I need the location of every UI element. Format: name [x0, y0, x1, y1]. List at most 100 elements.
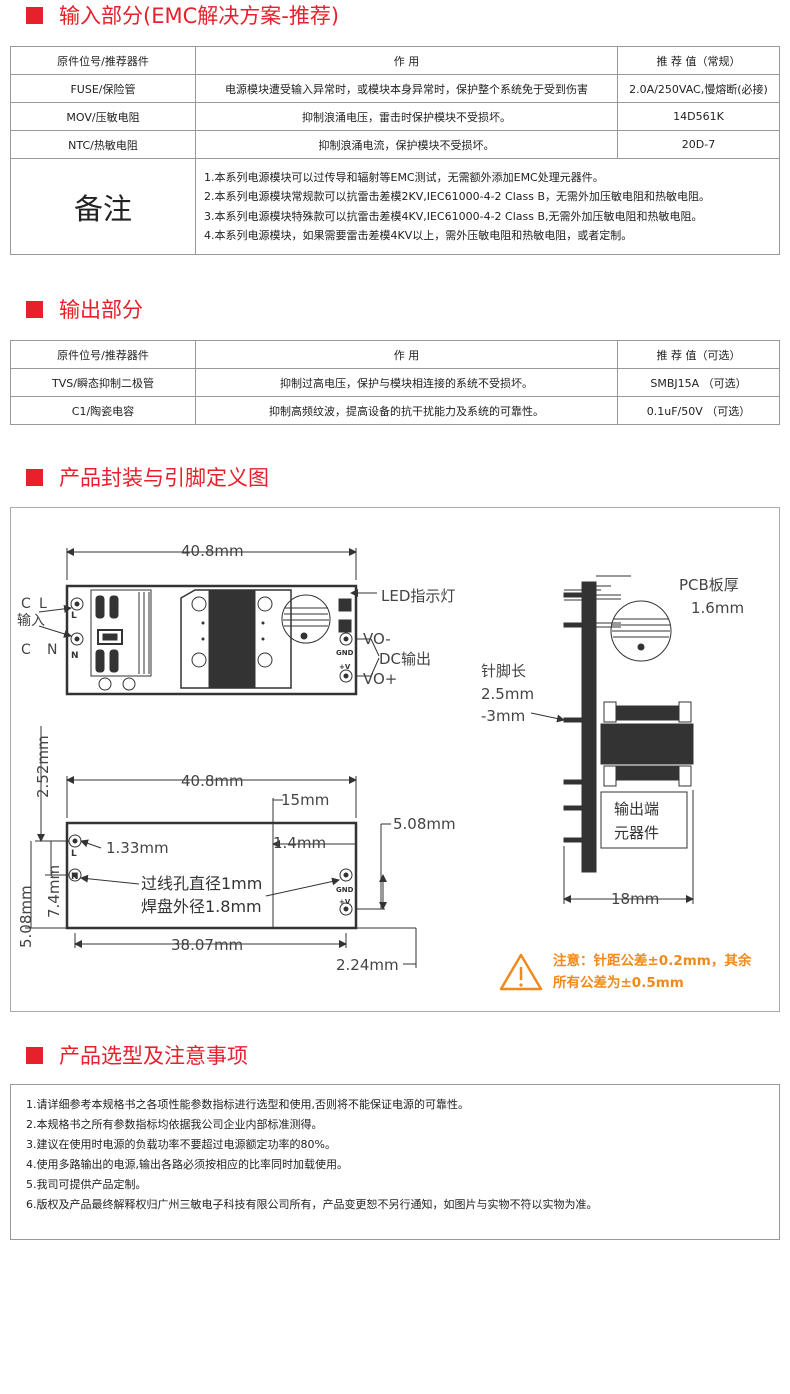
module-board-top: [65, 584, 358, 696]
section-title-package: 产品封装与引脚定义图: [26, 462, 269, 492]
pcb-side: [581, 581, 597, 873]
table-row: FUSE/保险管 电源模块遭受输入异常时，或模块本身异常时，保护整个系统免于受到…: [10, 74, 780, 103]
table-cell: MOV/压敏电阻: [10, 102, 196, 131]
label-c2: C: [21, 642, 31, 658]
table-cell: 抑制高频纹波，提高设备的抗干扰能力及系统的可靠性。: [195, 396, 618, 425]
table-cell: 抑制浪涌电压，雷击时保护模块不受损坏。: [195, 102, 618, 131]
table-cell: SMBJ15A （可选）: [617, 368, 780, 397]
label-n: N: [47, 642, 57, 658]
pin-l-bottom: L: [71, 849, 77, 859]
dim-length-bottom: 40.8mm: [181, 772, 244, 790]
dim-1-33mm: 1.33mm: [106, 839, 169, 857]
table-row: MOV/压敏电阻 抑制浪涌电压，雷击时保护模块不受损坏。 14D561K: [10, 102, 780, 131]
dim-length-top: 40.8mm: [181, 542, 244, 560]
section-marker: [26, 468, 43, 486]
section-title-text: 产品选型及注意事项: [59, 1044, 248, 1068]
notes-label: 备注: [10, 158, 196, 255]
dim-5-08mm-left: 5.08mm: [17, 885, 35, 948]
selection-item: 1.请详细参考本规格书之各项性能参数指标进行选型和使用,否则将不能保证电源的可靠…: [26, 1098, 469, 1111]
header-cell: 推 荐 值（可选）: [617, 340, 780, 369]
header-cell: 原件位号/推荐器件: [10, 340, 196, 369]
dim-5-08mm: 5.08mm: [393, 815, 456, 833]
pin-length-1: 2.5mm: [481, 685, 534, 703]
output-components-2: 元器件: [614, 824, 659, 842]
pin-plus-top: +V: [339, 663, 351, 671]
table-cell: TVS/瞬态抑制二极管: [10, 368, 196, 397]
dim-38-07mm: 38.07mm: [171, 936, 243, 954]
pin-length-label: 针脚长: [481, 662, 526, 680]
table-cell: 20D-7: [617, 130, 780, 159]
section-title-text: 输入部分(EMC解决方案-推荐): [59, 4, 340, 28]
notes-cell: 1.本系列电源模块可以过传导和辐射等EMC测试，无需额外添加EMC处理元器件。 …: [195, 158, 780, 255]
dim-15mm: 15mm: [281, 791, 329, 809]
warning-icon: [499, 953, 543, 991]
package-drawing: 40.8mm LED指示灯 VO- DC输出 VO+ C L 输入 C N 40…: [10, 507, 780, 1012]
pad-diameter: 焊盘外径1.8mm: [141, 897, 262, 916]
pin-l-top: L: [71, 611, 77, 621]
vo-minus-label: VO-: [363, 630, 391, 648]
drawing-svg: 40.8mm LED指示灯 VO- DC输出 VO+ C L 输入 C N 40…: [17, 542, 752, 991]
dim-1-4mm: 1.4mm: [273, 834, 326, 852]
section-title-output: 输出部分: [26, 294, 143, 324]
note-item: 2.本系列电源模块常规款可以抗雷击差模2KV,IEC61000-4-2 Clas…: [204, 190, 711, 203]
table-header-row: 原件位号/推荐器件 作 用 推 荐 值（可选）: [10, 340, 780, 369]
section-marker: [26, 6, 43, 24]
selection-item: 2.本规格书之所有参数指标均依据我公司企业内部标准测得。: [26, 1118, 323, 1131]
section-marker: [26, 1046, 43, 1064]
table-row: TVS/瞬态抑制二极管 抑制过高电压，保护与模块相连接的系统不受损坏。 SMBJ…: [10, 368, 780, 397]
header-cell: 推 荐 值（常规）: [617, 46, 780, 75]
pin-n-bottom: N: [71, 872, 79, 882]
table-row: NTC/热敏电阻 抑制浪涌电流，保护模块不受损坏。 20D-7: [10, 130, 780, 159]
table-header-row: 原件位号/推荐器件 作 用 推 荐 值（常规）: [10, 46, 780, 75]
hole-diameter: 过线孔直径1mm: [141, 874, 262, 893]
pin-plus-bottom: +V: [339, 898, 351, 906]
note-item: 4.本系列电源模块，如果需要雷击差模4KV以上，需外压敏电阻和热敏电阻，或者定制…: [204, 229, 633, 242]
selection-item: 3.建议在使用时电源的负载功率不要超过电源额定功率的80%。: [26, 1138, 336, 1151]
dim-18mm: 18mm: [611, 890, 659, 908]
label-c1: C: [21, 596, 31, 612]
dc-output-label: DC输出: [379, 650, 431, 668]
pin-n-top: N: [71, 651, 79, 661]
section-title-text: 输出部分: [59, 298, 143, 322]
table-cell: 电源模块遭受输入异常时，或模块本身异常时，保护整个系统免于受到伤害: [195, 74, 618, 103]
selection-notes: 1.请详细参考本规格书之各项性能参数指标进行选型和使用,否则将不能保证电源的可靠…: [10, 1084, 780, 1240]
warning-text-1: 注意：针距公差±0.2mm，其余: [553, 952, 752, 969]
table-cell: 0.1uF/50V （可选）: [617, 396, 780, 425]
header-cell: 作 用: [195, 46, 618, 75]
table-cell: C1/陶瓷电容: [10, 396, 196, 425]
output-components-1: 输出端: [614, 800, 659, 818]
pin-gnd-bottom: GND: [336, 886, 354, 894]
note-item: 3.本系列电源模块特殊款可以抗雷击差模4KV,IEC61000-4-2 Clas…: [204, 209, 703, 223]
table-cell: NTC/热敏电阻: [10, 130, 196, 159]
table-row: C1/陶瓷电容 抑制高频纹波，提高设备的抗干扰能力及系统的可靠性。 0.1uF/…: [10, 396, 780, 425]
input-label: 输入: [17, 613, 45, 629]
dim-2-24mm: 2.24mm: [336, 956, 399, 974]
selection-item: 5.我司可提供产品定制。: [26, 1178, 147, 1191]
header-cell: 作 用: [195, 340, 618, 369]
note-item: 1.本系列电源模块可以过传导和辐射等EMC测试，无需额外添加EMC处理元器件。: [204, 170, 604, 184]
pin-gnd-top: GND: [336, 649, 354, 657]
pin-length-2: -3mm: [481, 707, 525, 725]
led-label: LED指示灯: [381, 587, 455, 605]
input-table: 原件位号/推荐器件 作 用 推 荐 值（常规） FUSE/保险管 电源模块遭受输…: [10, 46, 780, 255]
header-cell: 原件位号/推荐器件: [10, 46, 196, 75]
table-cell: 抑制过高电压，保护与模块相连接的系统不受损坏。: [195, 368, 618, 397]
output-table: 原件位号/推荐器件 作 用 推 荐 值（可选） TVS/瞬态抑制二极管 抑制过高…: [10, 340, 780, 425]
section-title-selection: 产品选型及注意事项: [26, 1040, 248, 1070]
selection-item: 4.使用多路输出的电源,输出各路必须按相应的比率同时加载使用。: [26, 1158, 348, 1171]
section-title-text: 产品封装与引脚定义图: [59, 466, 269, 490]
label-l: L: [39, 596, 47, 612]
section-title-input: 输入部分(EMC解决方案-推荐): [26, 0, 339, 30]
table-cell: 2.0A/250VAC,慢熔断(必接): [617, 74, 780, 103]
table-cell: 抑制浪涌电流，保护模块不受损坏。: [195, 130, 618, 159]
table-cell: FUSE/保险管: [10, 74, 196, 103]
pcb-thickness-value: 1.6mm: [691, 599, 744, 617]
warning-text-2: 所有公差为±0.5mm: [553, 974, 684, 991]
table-cell: 14D561K: [617, 102, 780, 131]
section-marker: [26, 300, 43, 318]
pcb-thickness-label: PCB板厚: [679, 576, 739, 594]
dim-7-4mm: 7.4mm: [45, 865, 63, 918]
vo-plus-label: VO+: [363, 670, 397, 688]
selection-item: 6.版权及产品最终解释权归广州三敏电子科技有限公司所有，产品变更恕不另行通知，如…: [26, 1198, 598, 1211]
notes-row: 备注 1.本系列电源模块可以过传导和辐射等EMC测试，无需额外添加EMC处理元器…: [10, 158, 780, 255]
